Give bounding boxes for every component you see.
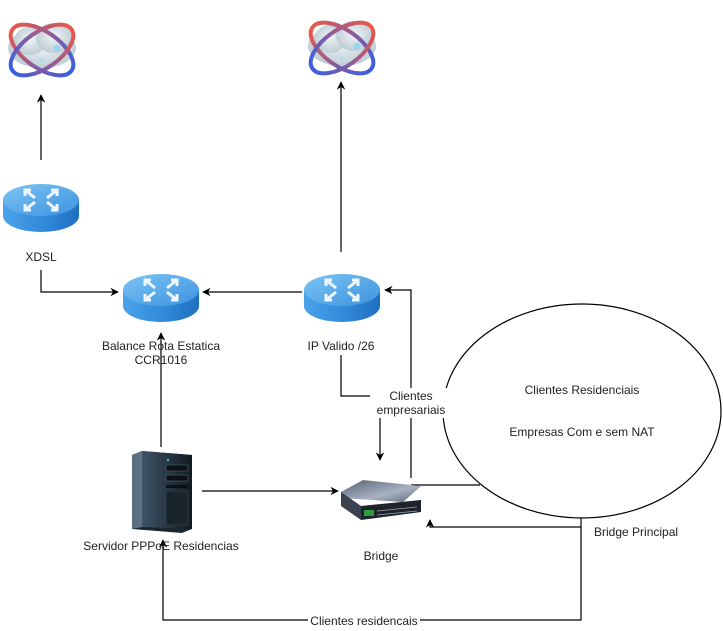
router-xdsl-label: XDSL — [25, 250, 57, 264]
bridge-label: Bridge — [364, 549, 399, 563]
router-icon — [302, 272, 382, 324]
ellipse-line-empresas: Empresas Com e sem NAT — [509, 425, 655, 439]
clients-ellipse[interactable]: Clientes Residenciais Empresas Com e sem… — [442, 303, 722, 519]
ellipse-line-residenciais: Clientes Residenciais — [525, 383, 640, 397]
router-icon — [1, 182, 81, 234]
router-xdsl[interactable] — [1, 182, 81, 234]
edge-label-empresariais: empresariais — [377, 403, 446, 417]
server-pppoe-label: Servidor PPPoE Residencias — [83, 539, 238, 553]
router-balance-label-line2: CCR1016 — [135, 353, 188, 367]
edge-ip-down-to-empresariais — [340, 355, 370, 397]
edge-label-clientes: Clientes — [389, 389, 432, 403]
internet-cloud-right[interactable] — [300, 10, 384, 86]
router-ip-label: IP Valido /26 — [308, 339, 375, 353]
network-switch-icon — [340, 479, 422, 521]
router-balance-label-line1: Balance Rota Estatica — [102, 339, 220, 353]
router-ip-valido[interactable] — [302, 272, 382, 324]
server-pppoe[interactable] — [131, 450, 193, 534]
router-balance[interactable] — [121, 272, 201, 324]
edge-bridge-principal — [425, 518, 582, 528]
edge-label-clientes-residencais: Clientes residencais — [310, 614, 417, 628]
internet-cloud-icon — [0, 12, 84, 88]
server-tower-icon — [131, 450, 193, 534]
bridge-switch[interactable] — [340, 479, 422, 521]
internet-cloud-icon — [300, 10, 384, 86]
edge-xdsl-to-balance — [40, 270, 119, 297]
internet-cloud-left[interactable] — [0, 12, 84, 88]
edge-label-bridge-principal: Bridge Principal — [594, 525, 678, 539]
edge-empresariais-to-ip — [384, 285, 412, 478]
router-icon — [121, 272, 201, 324]
